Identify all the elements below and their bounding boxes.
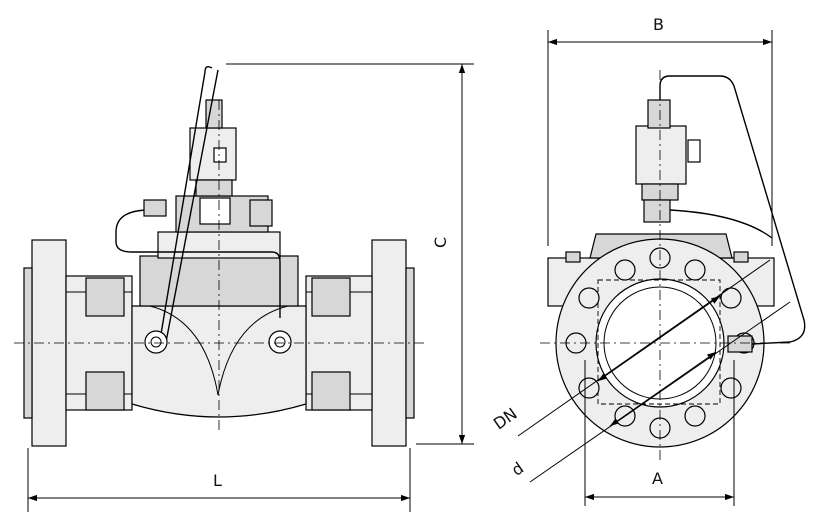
pilot-knob — [249, 199, 273, 227]
pilot-tube-left — [115, 209, 281, 318]
dim-label-d: d — [508, 458, 527, 479]
dim-label-A: A — [652, 469, 663, 488]
side-pilot-tube-lower — [669, 209, 773, 239]
connector-symbol — [213, 147, 227, 163]
side-connector — [687, 139, 701, 163]
side-view: B A DN d — [490, 15, 806, 506]
side-solenoid-coil — [635, 125, 687, 185]
right-hex-nut-top — [311, 277, 351, 317]
dim-label-L: L — [213, 471, 222, 490]
solenoid-coil — [189, 127, 237, 181]
right-hex-nut-bottom — [311, 371, 351, 411]
drain-plug-right — [268, 330, 292, 354]
side-bolt-left — [565, 251, 581, 263]
pilot-tube-diagonal — [159, 65, 213, 341]
drain-plug-left — [144, 330, 168, 354]
solenoid-base — [195, 179, 233, 197]
front-view: L C — [14, 63, 474, 512]
pilot-fitting — [199, 197, 231, 225]
solenoid-stem — [205, 99, 223, 129]
side-tube-nut — [727, 335, 753, 353]
left-hex-nut-bottom — [85, 371, 125, 411]
side-pilot-tube — [659, 75, 806, 345]
left-hex-nut-top — [85, 277, 125, 317]
dim-label-B: B — [653, 15, 664, 34]
dim-label-DN: DN — [490, 404, 521, 434]
side-bolt-right — [733, 251, 749, 263]
tube-nut — [143, 199, 167, 217]
dim-label-C: C — [431, 237, 450, 248]
side-solenoid-stem — [647, 99, 671, 129]
side-pilot-fitting — [643, 199, 671, 223]
